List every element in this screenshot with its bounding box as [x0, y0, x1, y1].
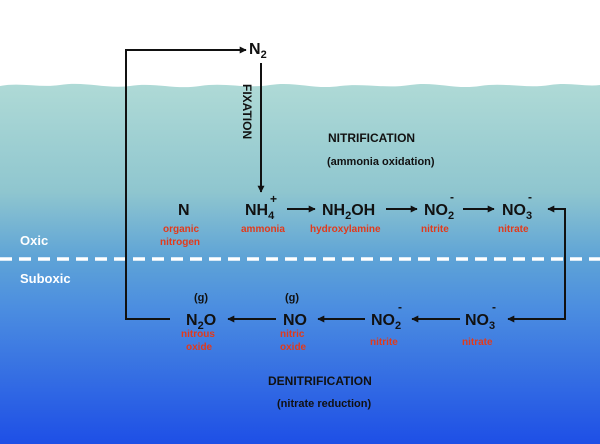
- species-hydroxylamine: NH2OH: [322, 202, 375, 222]
- label-hydroxylamine: hydroxylamine: [310, 224, 381, 235]
- arrow-nitrate-loop: [507, 205, 566, 323]
- species-n2: N2: [249, 41, 267, 61]
- process-subtitle-denitrification: (nitrate reduction): [277, 398, 371, 410]
- phase-no: (g): [285, 292, 299, 304]
- species-ammonium-charge: +: [270, 192, 277, 206]
- species-ammonium: NH4: [245, 202, 275, 222]
- label-organic-nitrogen-1: organic: [163, 224, 200, 235]
- label-nitrite-oxic: nitrite: [421, 224, 449, 235]
- species-nitric-oxide: NO: [283, 312, 307, 329]
- label-nitric-oxide-1: nitric: [280, 329, 305, 340]
- process-subtitle-nitrification: (ammonia oxidation): [327, 156, 435, 168]
- phase-n2o: (g): [194, 292, 208, 304]
- species-nitrate-oxic-charge: -: [528, 190, 532, 204]
- species-nitrite-suboxic-charge: -: [398, 300, 402, 314]
- label-nitrate-suboxic: nitrate: [462, 337, 493, 348]
- zone-label-oxic: Oxic: [20, 233, 48, 248]
- arrow-denitrification-to-n2: [125, 46, 247, 320]
- species-nitrite-oxic-charge: -: [450, 190, 454, 204]
- process-label-fixation: FIXATION: [240, 84, 254, 139]
- process-title-nitrification: NITRIFICATION: [328, 131, 415, 145]
- species-nitrate-suboxic-charge: -: [492, 300, 496, 314]
- label-nitrous-oxide-2: oxide: [186, 342, 213, 353]
- label-ammonia: ammonia: [241, 224, 285, 235]
- label-nitrite-suboxic: nitrite: [370, 337, 398, 348]
- species-nitrite-suboxic: NO2: [371, 312, 401, 332]
- species-organic-n: N: [178, 202, 190, 219]
- label-organic-nitrogen-2: nitrogen: [160, 237, 200, 248]
- process-title-denitrification: DENITRIFICATION: [268, 374, 372, 388]
- zone-label-suboxic: Suboxic: [20, 271, 71, 286]
- label-nitrous-oxide-1: nitrous: [181, 329, 215, 340]
- water-body: [0, 83, 600, 444]
- species-nitrous-oxide: N2O: [186, 312, 216, 332]
- label-nitric-oxide-2: oxide: [280, 342, 307, 353]
- species-nitrite-oxic: NO2: [424, 202, 454, 222]
- species-nitrate-suboxic: NO3: [465, 312, 495, 332]
- label-nitrate-oxic: nitrate: [498, 224, 529, 235]
